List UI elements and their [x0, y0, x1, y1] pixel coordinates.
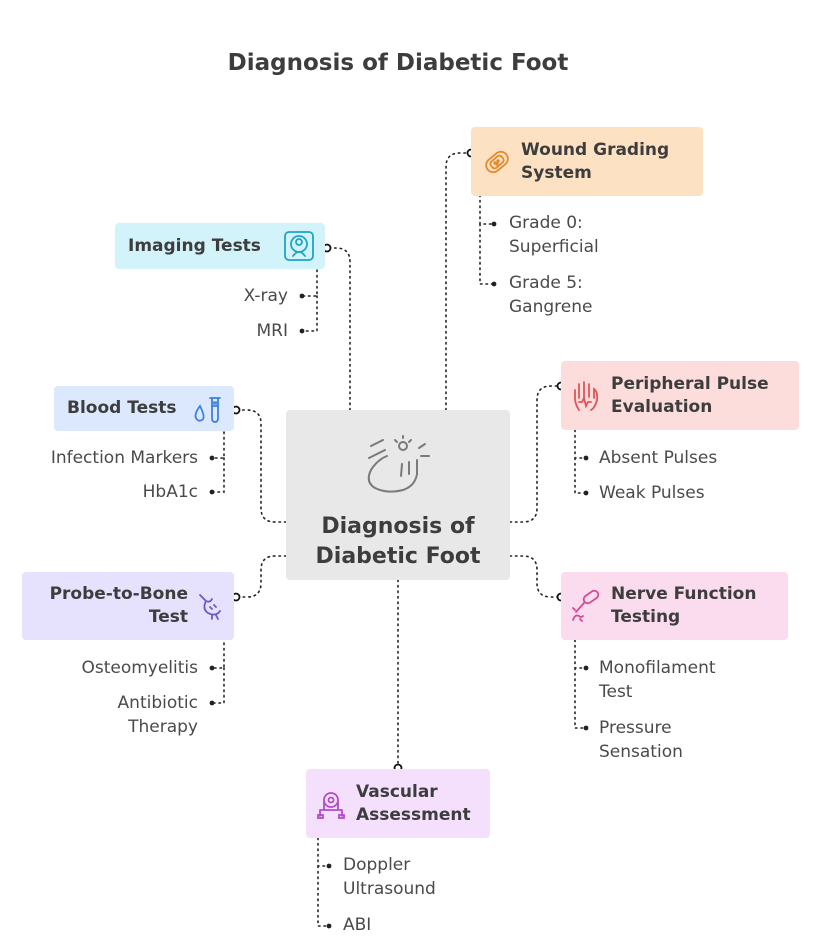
branch-peripheral-pulse: Peripheral Pulse Evaluation [561, 361, 799, 430]
leaf-pressure-sensation: Pressure Sensation [599, 718, 683, 762]
branch-imaging-tests: Imaging Tests [115, 223, 325, 269]
leaf-hba1c: HbA1c [142, 482, 198, 502]
foot-icon [361, 430, 435, 500]
connector-pulse [509, 385, 562, 523]
connector-wound [445, 152, 472, 411]
branch-nerve-function: Nerve Function Testing [561, 572, 788, 640]
branch-blood-tests: Blood Tests [54, 386, 234, 431]
probe-icon [196, 591, 224, 621]
leaf-weak-pulses: Weak Pulses [599, 483, 705, 503]
connector-imaging [326, 247, 351, 411]
leaf-abi: ABI [343, 915, 372, 935]
branch-label: Imaging Tests [128, 235, 261, 256]
branch-label: Nerve Function Testing [611, 584, 757, 627]
leaf-infection-markers: Infection Markers [50, 448, 198, 468]
leaf-x-ray: X-ray [243, 286, 288, 306]
connector-nerve [509, 555, 562, 598]
branch-label: Probe-to-Bone Test [49, 584, 188, 627]
leaf-grade-0: Grade 0: Superficial [509, 213, 599, 257]
branch-wound-grading: Wound Grading System [471, 127, 703, 196]
connector-probe [235, 555, 287, 598]
leaf-osteomyelitis: Osteomyelitis [81, 658, 198, 678]
leaf-antibiotic-therapy: Antibiotic Therapy [117, 693, 198, 737]
branch-label: Peripheral Pulse Evaluation [611, 373, 769, 417]
connector-blood [235, 409, 287, 523]
stethoscope-icon [316, 788, 346, 820]
monofilament-icon [571, 590, 601, 622]
leaf-absent-pulses: Absent Pulses [599, 448, 718, 468]
scanner-icon [283, 230, 315, 262]
test-tube-icon [192, 394, 224, 424]
bandage-icon [481, 146, 513, 178]
leaf-grade-5: Grade 5: Gangrene [509, 273, 593, 317]
hand-pulse-icon [571, 380, 601, 412]
branch-probe-to-bone: Probe-to-Bone Test [22, 572, 234, 640]
leaf-doppler-ultrasound: Doppler Ultrasound [343, 855, 436, 899]
leaf-mri: MRI [256, 321, 289, 341]
diagram-title: Diagnosis of Diabetic Foot [227, 50, 569, 76]
branch-label: Wound Grading System [521, 139, 670, 183]
center-label: Diagnosis of Diabetic Foot [315, 514, 481, 569]
branch-label: Vascular Assessment [356, 781, 471, 825]
leaf-monofilament-test: Monofilament Test [599, 658, 716, 702]
center-node: Diagnosis of Diabetic Foot [286, 410, 510, 580]
branch-label: Blood Tests [67, 398, 177, 419]
branch-vascular-assessment: Vascular Assessment [306, 769, 490, 838]
